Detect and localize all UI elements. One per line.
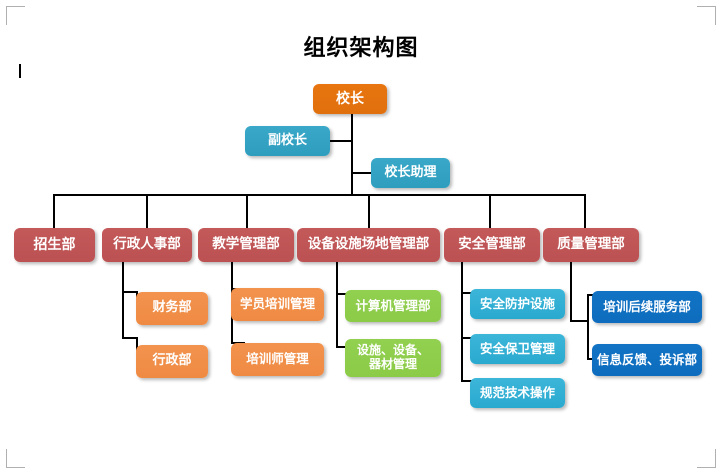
node-sub-administration-label: 行政部 <box>152 353 192 369</box>
connector-quality-bracket-v <box>587 294 589 360</box>
connector-facility-to-equipment <box>336 346 350 348</box>
page-corner-mark-top-left <box>6 6 25 25</box>
node-principal[interactable]: 校长 <box>313 84 387 114</box>
node-dept-admissions[interactable]: 招生部 <box>14 228 95 262</box>
node-dept-facility-label: 设备设施场地管理部 <box>307 236 430 253</box>
node-sub-equipment-label-line2: 器材管理 <box>368 357 417 371</box>
connector-safety-to-facility <box>461 292 475 294</box>
node-principal-label: 校长 <box>336 90 364 107</box>
node-sub-security-label: 安全保卫管理 <box>479 340 555 356</box>
node-dept-quality[interactable]: 质量管理部 <box>543 228 639 262</box>
node-vice-principal[interactable]: 副校长 <box>245 126 330 156</box>
node-dept-teaching-label: 教学管理部 <box>212 236 280 253</box>
node-sub-computer-label: 计算机管理部 <box>355 297 431 313</box>
node-sub-safety-facility-label: 安全防护设施 <box>479 295 555 311</box>
node-sub-followup-label: 培训后续服务部 <box>603 298 691 314</box>
connector-drop-safety <box>489 194 491 228</box>
node-sub-equipment[interactable]: 设施、设备、 器材管理 <box>345 339 441 377</box>
node-sub-computer[interactable]: 计算机管理部 <box>345 290 441 322</box>
node-sub-tech-standard[interactable]: 规范技术操作 <box>470 378 565 408</box>
connector-hr-stem <box>122 262 124 338</box>
node-vice-principal-label: 副校长 <box>267 132 307 148</box>
node-dept-admissions-label: 招生部 <box>33 236 76 253</box>
connector-quality-bracket <box>570 320 588 322</box>
page-corner-mark-top-right <box>697 6 716 25</box>
node-principal-assistant[interactable]: 校长助理 <box>371 158 450 188</box>
text-cursor-caret <box>19 64 21 78</box>
connector-drop-hr <box>146 194 148 228</box>
page-corner-mark-bottom-left <box>6 449 25 468</box>
node-sub-security[interactable]: 安全保卫管理 <box>470 334 565 364</box>
connector-safety-stem <box>461 262 463 380</box>
node-sub-trainer-management[interactable]: 培训师管理 <box>231 343 324 376</box>
connector-drop-facility <box>368 194 370 228</box>
node-dept-hr[interactable]: 行政人事部 <box>102 228 192 262</box>
node-sub-equipment-label-line1: 设施、设备、 <box>356 343 429 358</box>
node-dept-quality-label: 质量管理部 <box>557 236 625 253</box>
connector-quality-stem <box>570 262 572 322</box>
connector-department-bus <box>53 194 585 196</box>
node-sub-tech-standard-label: 规范技术操作 <box>479 384 555 400</box>
node-dept-safety-label: 安全管理部 <box>458 236 526 253</box>
node-sub-feedback-label: 信息反馈、投诉部 <box>596 351 697 367</box>
connector-hr-to-administration <box>122 337 137 339</box>
node-principal-assistant-label: 校长助理 <box>384 164 437 180</box>
connector-safety-to-security <box>461 337 475 339</box>
node-sub-safety-facility[interactable]: 安全防护设施 <box>470 289 565 319</box>
connector-safety-to-tech <box>461 380 475 382</box>
page-corner-mark-bottom-right <box>697 449 716 468</box>
connector-drop-admissions <box>53 194 55 228</box>
node-dept-hr-label: 行政人事部 <box>113 236 181 253</box>
node-sub-feedback[interactable]: 信息反馈、投诉部 <box>592 344 702 376</box>
node-sub-followup[interactable]: 培训后续服务部 <box>592 291 702 323</box>
node-sub-administration[interactable]: 行政部 <box>136 345 208 378</box>
node-dept-facility[interactable]: 设备设施场地管理部 <box>297 228 440 262</box>
node-dept-teaching[interactable]: 教学管理部 <box>198 228 294 262</box>
node-sub-finance[interactable]: 财务部 <box>136 292 208 325</box>
node-sub-student-training[interactable]: 学员培训管理 <box>231 288 324 321</box>
page-title: 组织架构图 <box>303 36 419 61</box>
node-sub-finance-label: 财务部 <box>152 300 192 316</box>
connector-facility-to-computer <box>336 293 350 295</box>
connector-principal-to-vice <box>329 140 352 142</box>
node-sub-trainer-management-label: 培训师管理 <box>246 351 309 367</box>
connector-principal-spine <box>351 113 353 196</box>
connector-facility-stem <box>336 262 338 346</box>
connector-hr-to-finance <box>122 291 137 293</box>
connector-principal-to-assistant <box>351 172 372 174</box>
node-sub-student-training-label: 学员培训管理 <box>239 296 315 312</box>
connector-drop-quality <box>584 194 586 228</box>
connector-drop-teaching <box>246 194 248 228</box>
node-dept-safety[interactable]: 安全管理部 <box>444 228 540 262</box>
